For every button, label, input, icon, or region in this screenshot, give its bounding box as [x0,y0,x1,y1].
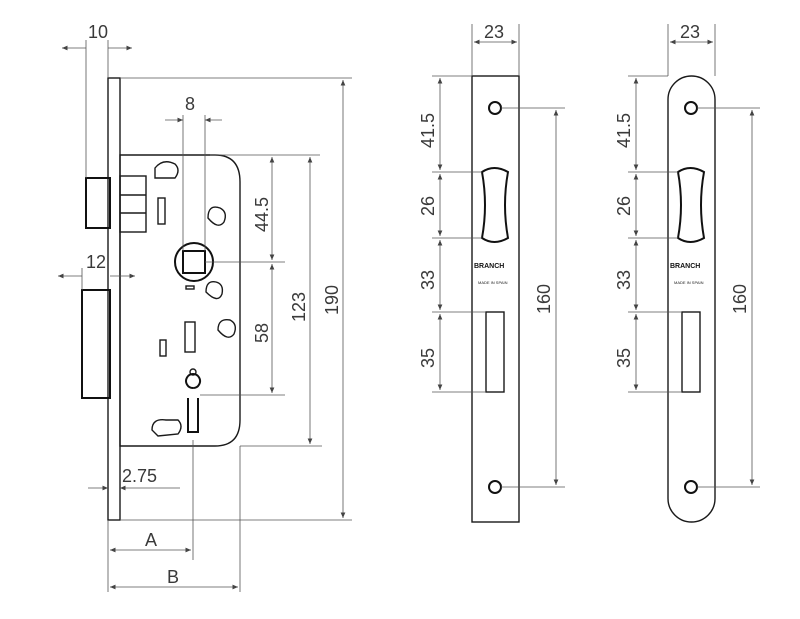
dim-26: 26 [418,196,438,216]
dim-160: 160 [730,284,750,314]
dim-33: 33 [418,270,438,290]
made-in-label: MADE IN SPAIN [674,280,704,285]
case-detail-right [207,206,227,226]
brand-label: BRANCH [474,263,504,270]
dead-bolt [81,289,111,399]
dim-2-75: 2.75 [122,466,157,486]
case-slot-4 [159,339,167,357]
latch-opening [480,167,510,243]
strike-plate-round-view: BRANCH MADE IN SPAIN 23 41.5 26 33 35 16… [614,22,760,523]
dim-41-5: 41.5 [614,113,634,148]
latch-bolt [85,177,111,229]
case-detail-mid [205,281,224,300]
dim-44-5: 44.5 [252,197,272,232]
case-detail-bottom [151,419,182,437]
case-slot-3 [184,321,196,353]
dim-35: 35 [418,348,438,368]
bolt-opening [681,311,701,393]
dim-190: 190 [322,285,342,315]
brand-label: BRANCH [670,263,700,270]
case-detail-low [217,319,237,338]
screw-hole-bottom [684,480,698,494]
strike-plate-square-view: BRANCH MADE IN SPAIN 23 41.5 26 33 35 16… [418,22,565,523]
dim-26: 26 [614,196,634,216]
strike-plate-round [667,75,716,523]
bolt-opening [485,311,505,393]
lock-case [119,154,241,447]
dim-b: B [167,567,179,587]
latch-opening [676,167,706,243]
latch-bolt-inner [119,175,147,233]
dim-a: A [145,530,157,550]
dim-10: 10 [88,22,108,42]
dim-12: 12 [86,252,106,272]
case-detail-top [154,161,179,179]
made-in-label: MADE IN SPAIN [478,280,508,285]
dim-160: 160 [534,284,554,314]
spindle-square [182,250,206,274]
keyhole [185,373,202,433]
case-slot-2 [185,285,195,290]
dim-23: 23 [680,22,700,42]
dim-123: 123 [289,292,309,322]
dim-35: 35 [614,348,634,368]
dim-33: 33 [614,270,634,290]
dim-41-5: 41.5 [418,113,438,148]
screw-hole-bottom [488,480,502,494]
case-slot-1 [157,197,166,225]
screw-hole-top [684,101,698,115]
dim-23: 23 [484,22,504,42]
dim-58: 58 [252,323,272,343]
screw-hole-top [488,101,502,115]
mortise-lock-view: 10 8 12 44.5 58 123 190 2.75 [58,22,352,592]
strike-plate-square [471,75,520,523]
dim-8: 8 [185,94,195,114]
